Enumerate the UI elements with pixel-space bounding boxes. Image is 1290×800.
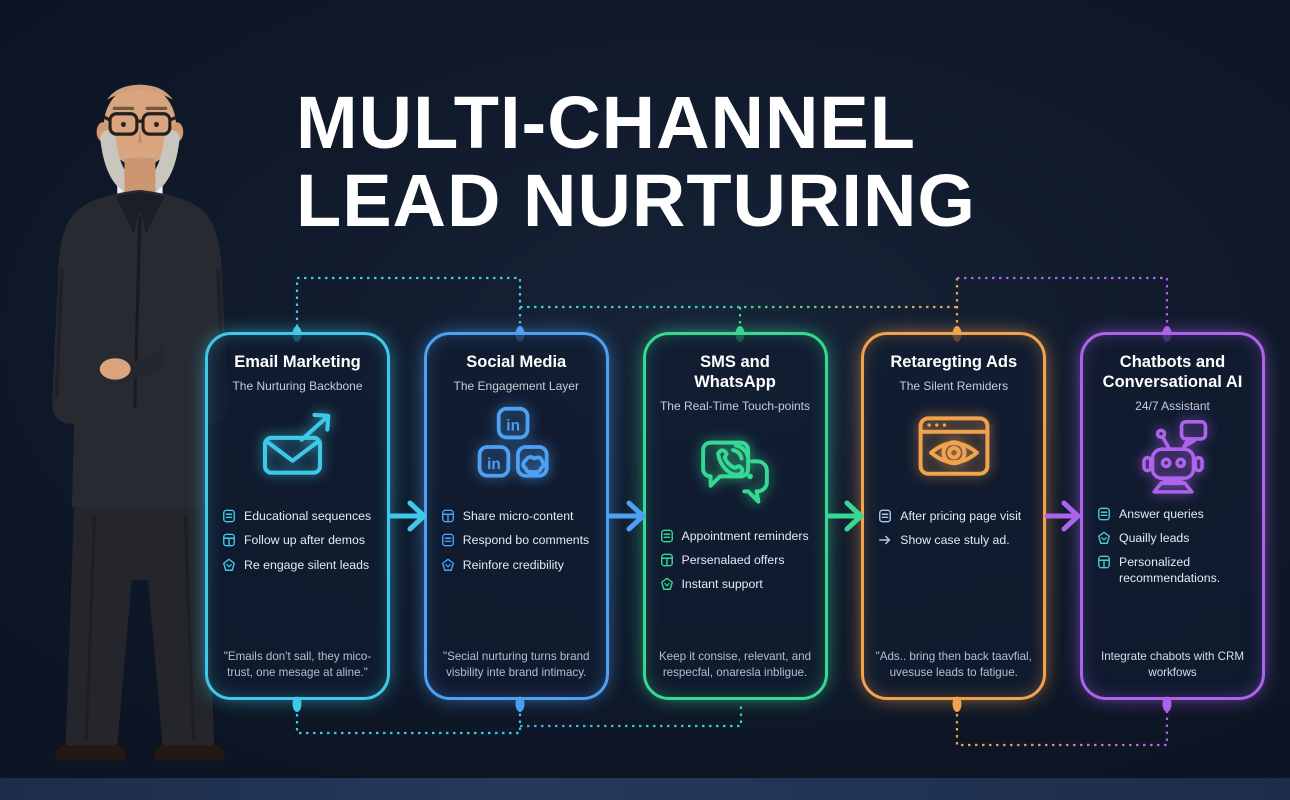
bullet-item: Appointment reminders [660,529,811,544]
bullet-item: Reinfore credibility [441,558,592,573]
arrow-right-icon [878,533,892,547]
browser-card-icon [222,533,236,547]
chat-phone-icon [688,422,782,517]
chatbot-robot-icon [1130,415,1216,502]
bullet-item: Share micro-content [441,509,592,524]
card-subtitle: The Engagement Layer [453,378,579,393]
card-subtitle: The Silent Remiders [899,378,1009,393]
card-title: SMS and WhatsApp [694,353,776,391]
bullet-item: Quailly leads [1097,531,1248,546]
card-title: Email Marketing [234,353,361,371]
list-icon [660,553,674,567]
card-subtitle: The Real-Time Touch-points [659,398,811,413]
card-retargeting-ads: Retaregting Ads The Silent Remiders Afte… [861,332,1047,700]
suit-jacket [52,189,228,508]
card-title: Chatbots and Conversational AI [1102,353,1243,391]
card-title: Retaregting Ads [890,353,1018,371]
browser-icon [878,509,892,523]
svg-text:in: in [507,418,521,435]
bullet-item: Persenalaed offers [660,553,811,568]
shoe [55,745,126,761]
linkedin-social-icons: in in [470,401,562,498]
bullet-item: Instant support [660,577,811,592]
card-quote: Integrate chabots with CRM workfows [1100,650,1245,680]
card-email-marketing: Email Marketing The Nurturing Backbone E… [205,332,390,700]
clipboard-icon [222,509,236,523]
card-quote: "Secial nurturing turns brand visbility … [442,650,590,680]
home-icon [1097,555,1111,569]
shoe [154,745,225,761]
card-chatbots-ai: Chatbots and Conversational AI 24/7 Assi… [1080,332,1265,700]
bullet-item: Respond bo comments [441,533,592,548]
bullet-item: Re engage silent leads [222,558,373,573]
page-title: MULTI-CHANNEL LEAD NURTURING [296,81,976,243]
bullet-item: Show case stuly ad. [878,533,1029,548]
presenter-photo [52,84,228,761]
channel-cards-row: Email Marketing The Nurturing Backbone E… [205,332,1265,704]
card-social-media: Social Media The Engagement Layer in in … [423,332,609,700]
svg-text:in: in [487,456,501,473]
bullet-item: Educational sequences [222,509,373,524]
card-subtitle: 24/7 Assistant [1135,398,1210,413]
card-quote: "Emails don't sall, they mico-trust, one… [223,650,372,680]
shield-icon [441,558,455,572]
bullet-item: Answer queries [1097,507,1248,522]
bottom-strip [0,778,1290,800]
hand [99,358,131,380]
bullet-item: After pricing page visit [878,509,1029,524]
bullet-item: Personalized recommendations. [1097,555,1248,586]
calendar-icon [441,509,455,523]
glasses [103,112,178,136]
card-sms-whatsapp: SMS and WhatsApp The Real-Time Touch-poi… [642,332,828,700]
grid-icon [441,533,455,547]
envelope-arrow-icon [252,403,344,496]
card-quote: "Ads.. bring then back taavfial, uvesuse… [875,650,1032,680]
title-line-1: MULTI-CHANNEL [296,81,916,164]
globe-icon [1097,531,1111,545]
card-title: Social Media [466,353,567,371]
document-icon [1097,507,1111,521]
bullet-item: Follow up after demos [222,533,373,548]
badge-icon [660,577,674,591]
card-subtitle: The Nurturing Backbone [232,378,363,393]
trousers [65,507,215,746]
shield-icon [222,558,236,572]
title-line-2: LEAD NURTURING [296,159,976,243]
card-quote: Keep it consise, relevant, and respecfal… [658,650,812,680]
briefcase-icon [660,529,674,543]
browser-eye-icon [907,405,1001,494]
